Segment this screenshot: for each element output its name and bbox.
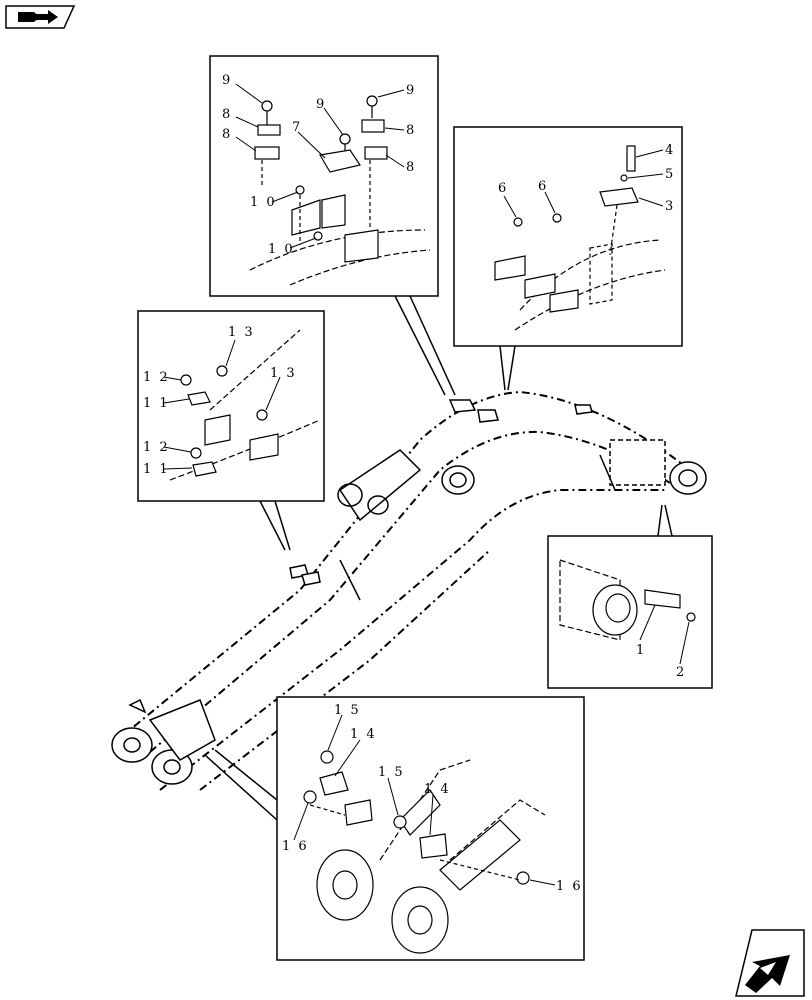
callout-5: 5 — [665, 167, 675, 182]
callout-13: 1 3 — [228, 325, 255, 340]
callout-8: 8 — [222, 127, 232, 142]
callout-15: 1 5 — [378, 765, 405, 780]
callout-9: 9 — [222, 73, 232, 88]
callout-1: 1 — [636, 643, 646, 658]
callout-9: 9 — [316, 97, 326, 112]
callout-2: 2 — [676, 665, 686, 680]
book-back-icon[interactable] — [5, 5, 76, 29]
callout-16: 1 6 — [556, 879, 583, 894]
boom-details — [111, 399, 707, 785]
callout-12: 1 2 — [143, 440, 170, 455]
callout-labels: 9 8 8 9 7 9 8 8 1 0 1 0 4 5 3 6 6 1 3 1 … — [143, 73, 686, 894]
callout-8: 8 — [222, 107, 232, 122]
callout-8: 8 — [406, 160, 416, 175]
detail-panel-right — [453, 126, 683, 391]
callout-10: 1 0 — [250, 195, 277, 210]
callout-10: 1 0 — [268, 242, 295, 257]
callout-14: 1 4 — [424, 782, 451, 797]
detail-panel-left — [137, 310, 325, 551]
callout-12: 1 2 — [143, 370, 170, 385]
callout-16: 1 6 — [282, 839, 309, 854]
callout-14: 1 4 — [350, 727, 377, 742]
callout-6: 6 — [498, 181, 508, 196]
detail-panel-top — [209, 55, 456, 396]
callout-3: 3 — [665, 199, 675, 214]
next-page-arrow-icon[interactable] — [735, 929, 805, 997]
detail-panel-bottom — [204, 696, 585, 961]
callout-11: 1 1 — [143, 396, 170, 411]
callout-8: 8 — [406, 123, 416, 138]
callout-11: 1 1 — [143, 462, 170, 477]
callout-7: 7 — [292, 120, 302, 135]
callout-15: 1 5 — [334, 703, 361, 718]
callout-13: 1 3 — [270, 366, 297, 381]
callout-6: 6 — [538, 179, 548, 194]
callout-9: 9 — [406, 83, 416, 98]
callout-4: 4 — [665, 143, 675, 158]
detail-panel-end — [547, 504, 713, 689]
